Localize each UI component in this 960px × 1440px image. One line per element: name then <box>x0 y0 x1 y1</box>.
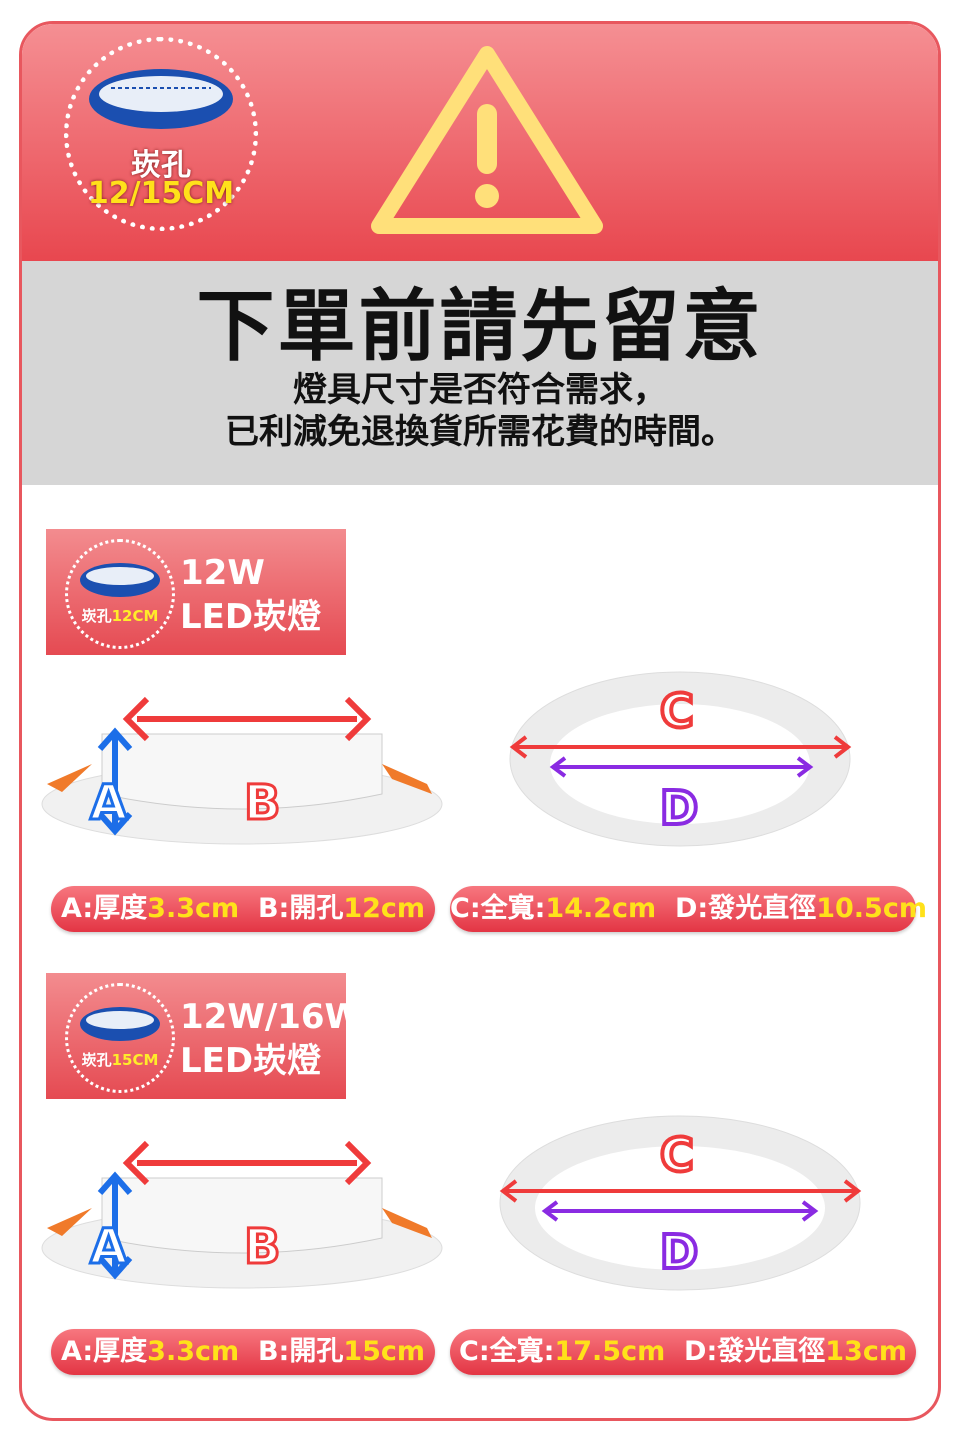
product-name: LED崁燈 <box>180 597 322 637</box>
badge-size: 12/15CM <box>87 176 235 211</box>
label-d: D <box>660 1225 698 1279</box>
notice-panel: 下單前請先留意 燈具尺寸是否符合需求， 已利減免退換貨所需花費的時間。 <box>22 261 938 485</box>
spec-pill-ab: A:厚度3.3cm B:開孔12cm <box>51 886 435 932</box>
downlight-icon <box>89 69 233 129</box>
lamp-side-diagram: A B <box>41 1140 443 1289</box>
hole-size-badge: 崁孔 12/15CM <box>64 37 258 231</box>
hole-label: 崁孔15CM <box>81 1051 159 1069</box>
label-b: B <box>244 1219 281 1275</box>
downlight-icon <box>80 563 160 597</box>
notice-title: 下單前請先留意 <box>196 282 764 372</box>
spec-pill-cd: C:全寬:14.2cm D:發光直徑10.5cm <box>450 886 927 932</box>
label-b: B <box>244 775 281 831</box>
hole-label: 崁孔12CM <box>81 607 159 625</box>
label-c: C <box>660 684 694 738</box>
label-d: D <box>660 781 698 835</box>
product-name: LED崁燈 <box>180 1041 322 1081</box>
lamp-side-diagram: A B <box>41 696 443 845</box>
hole-badge: 崁孔12CM <box>65 539 175 649</box>
header-banner: 崁孔 12/15CM <box>22 24 938 261</box>
spec-pill-cd: C:全寬:17.5cm D:發光直徑13cm <box>450 1329 916 1375</box>
warning-icon <box>371 46 603 234</box>
label-a: A <box>90 775 127 831</box>
ring-top-diagram: C D <box>499 1115 862 1291</box>
ring-top-diagram: C D <box>509 671 852 847</box>
wattage: 12W/16W <box>180 997 363 1037</box>
label-c: C <box>660 1128 694 1182</box>
info-card: 崁孔 12/15CM 下單前請先留意 燈具尺寸是否符合需求， 已利減免退換貨所需… <box>19 21 941 1421</box>
downlight-icon <box>80 1007 160 1041</box>
notice-line-1: 燈具尺寸是否符合需求， <box>293 370 667 410</box>
wattage: 12W <box>180 553 265 593</box>
notice-line-2: 已利減免退換貨所需花費的時間。 <box>225 412 735 452</box>
product-header-15cm: 崁孔15CM 12W/16W LED崁燈 <box>46 973 362 1099</box>
spec-pill-ab: A:厚度3.3cm B:開孔15cm <box>51 1329 435 1375</box>
label-a: A <box>90 1219 127 1275</box>
badge-label: 崁孔 <box>131 148 191 183</box>
product-header-12cm: 崁孔12CM 12W LED崁燈 <box>46 529 346 655</box>
hole-badge: 崁孔15CM <box>65 983 175 1093</box>
